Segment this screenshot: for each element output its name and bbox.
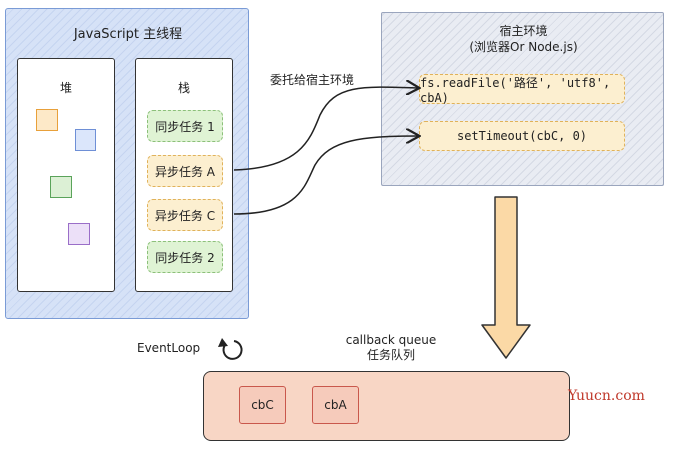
heap-object-blue xyxy=(75,129,96,151)
queue-item-cbc: cbC xyxy=(239,386,286,424)
watermark: Yuucn.com xyxy=(568,388,645,404)
host-api-readfile: fs.readFile('路径', 'utf8', cbA) xyxy=(419,74,625,105)
host-api-settimeout: setTimeout(cbC, 0) xyxy=(419,121,625,151)
heap-object-purple xyxy=(68,223,90,245)
down-arrow xyxy=(481,196,531,359)
queue-item-cba: cbA xyxy=(312,386,359,424)
host-title: 宿主环境 (浏览器Or Node.js) xyxy=(382,23,665,55)
event-loop-icon xyxy=(218,338,243,360)
heap-panel: 堆 xyxy=(17,58,115,292)
delegate-arrow-c xyxy=(233,136,418,215)
host-title-line2: (浏览器Or Node.js) xyxy=(469,40,578,54)
stack-panel: 栈 同步任务 1 异步任务 A 异步任务 C 同步任务 2 xyxy=(135,58,233,292)
delegate-arrow-a xyxy=(233,87,418,171)
heap-object-orange xyxy=(36,109,58,131)
callback-queue: cbC cbA xyxy=(203,371,570,441)
heap-label: 堆 xyxy=(59,81,72,95)
main-thread-title: JavaScript 主线程 xyxy=(73,27,183,42)
host-title-line1: 宿主环境 xyxy=(499,24,548,38)
event-loop-label: EventLoop xyxy=(137,341,201,355)
stack-item-async-a: 异步任务 A xyxy=(147,155,223,187)
queue-title: callback queue 任务队列 xyxy=(336,333,446,363)
queue-title-line1: callback queue xyxy=(345,333,437,347)
stack-item-sync-1: 同步任务 1 xyxy=(147,110,223,142)
queue-title-line2: 任务队列 xyxy=(366,348,415,362)
heap-object-green xyxy=(50,176,72,198)
stack-item-sync-2: 同步任务 2 xyxy=(147,241,223,273)
stack-label: 栈 xyxy=(177,81,190,95)
stack-item-async-c: 异步任务 C xyxy=(147,199,223,231)
delegate-label: 委托给宿主环境 xyxy=(270,73,355,87)
